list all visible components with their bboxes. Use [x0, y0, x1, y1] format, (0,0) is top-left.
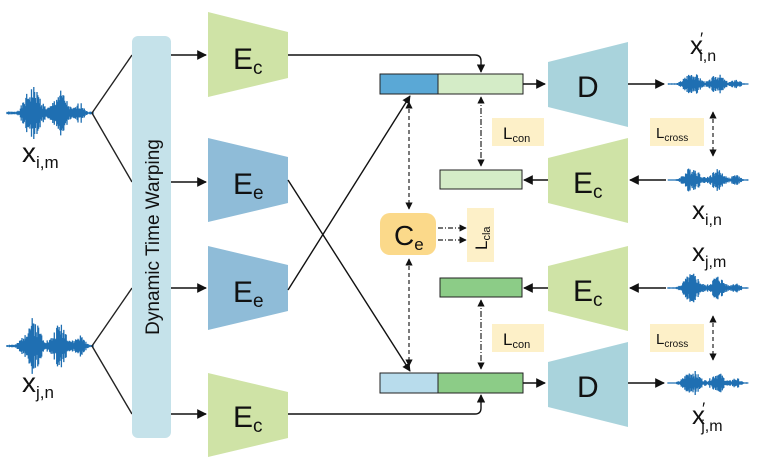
embedding-content-mid-top: [439, 169, 523, 190]
right-encoder-to-embedding-arrows: [523, 175, 548, 293]
svg-text:Ec: Ec: [573, 275, 603, 311]
svg-text:Lcross: Lcross: [656, 331, 688, 350]
waveform-output-xp-jm: [667, 371, 749, 395]
svg-text:Ce: Ce: [394, 220, 424, 254]
svg-text:Ec: Ec: [573, 167, 603, 203]
waveform-input-x-jm: [667, 273, 749, 303]
dtw-label: Dynamic Time Warping: [143, 139, 164, 335]
svg-text:Ee: Ee: [233, 168, 264, 204]
content-encoder-right-top: Ec: [548, 138, 628, 223]
loss-cla: Lcla: [467, 208, 494, 262]
decoder-bottom: D: [548, 342, 628, 427]
input-to-dtw-lines: [91, 54, 133, 415]
label-x-in: xi,n: [692, 195, 722, 229]
label-x-jm: xj,m: [692, 237, 726, 271]
dtw-to-encoder-arrows: [171, 50, 207, 419]
svg-text:Lcla: Lcla: [472, 226, 493, 250]
dtw-block: [132, 36, 171, 438]
embedding-content-mid-bottom: [439, 277, 523, 298]
embedding-top-left: [379, 73, 524, 95]
loss-con-top: Lcon: [492, 118, 544, 146]
decoder-top: D: [548, 42, 628, 127]
encoder-to-embedding-arrows: [287, 54, 486, 415]
emotion-encoder-top: Ee: [208, 138, 288, 222]
label-xp-jm: x′j,m: [692, 399, 723, 435]
waveform-input-x-in: [667, 168, 749, 192]
content-encoder-right-bottom: Ec: [548, 246, 628, 331]
svg-text:Lcon: Lcon: [503, 124, 530, 145]
label-x-im: xi,m: [22, 137, 59, 172]
svg-text:Ec: Ec: [233, 43, 263, 79]
content-encoder-top: Ec: [208, 12, 288, 97]
embedding-to-decoder-arrows: [523, 79, 546, 388]
waveform-input-jn: [6, 318, 94, 374]
loss-cross-bottom: Lcross: [650, 324, 704, 352]
svg-text:D: D: [577, 71, 599, 104]
classifier-dashed-links: [405, 101, 467, 367]
emotion-classifier: Ce: [380, 213, 436, 255]
svg-text:D: D: [577, 371, 599, 404]
waveform-input-im: [6, 87, 94, 139]
svg-text:Ec: Ec: [233, 401, 263, 437]
emotion-encoder-bottom: Ee: [208, 246, 288, 330]
svg-text:Ee: Ee: [233, 276, 264, 312]
label-x-jn: xj,n: [22, 367, 54, 402]
svg-text:Lcross: Lcross: [656, 125, 688, 144]
waveform-output-xp-in: [667, 74, 749, 94]
loss-con-bottom: Lcon: [492, 324, 544, 352]
embedding-bottom-left: [379, 372, 524, 394]
content-encoder-bottom: Ec: [208, 373, 288, 457]
svg-text:Lcon: Lcon: [503, 330, 530, 351]
output-arrows: [628, 79, 666, 388]
label-xp-in: x′i,n: [690, 29, 716, 65]
loss-cross-top: Lcross: [650, 118, 704, 146]
